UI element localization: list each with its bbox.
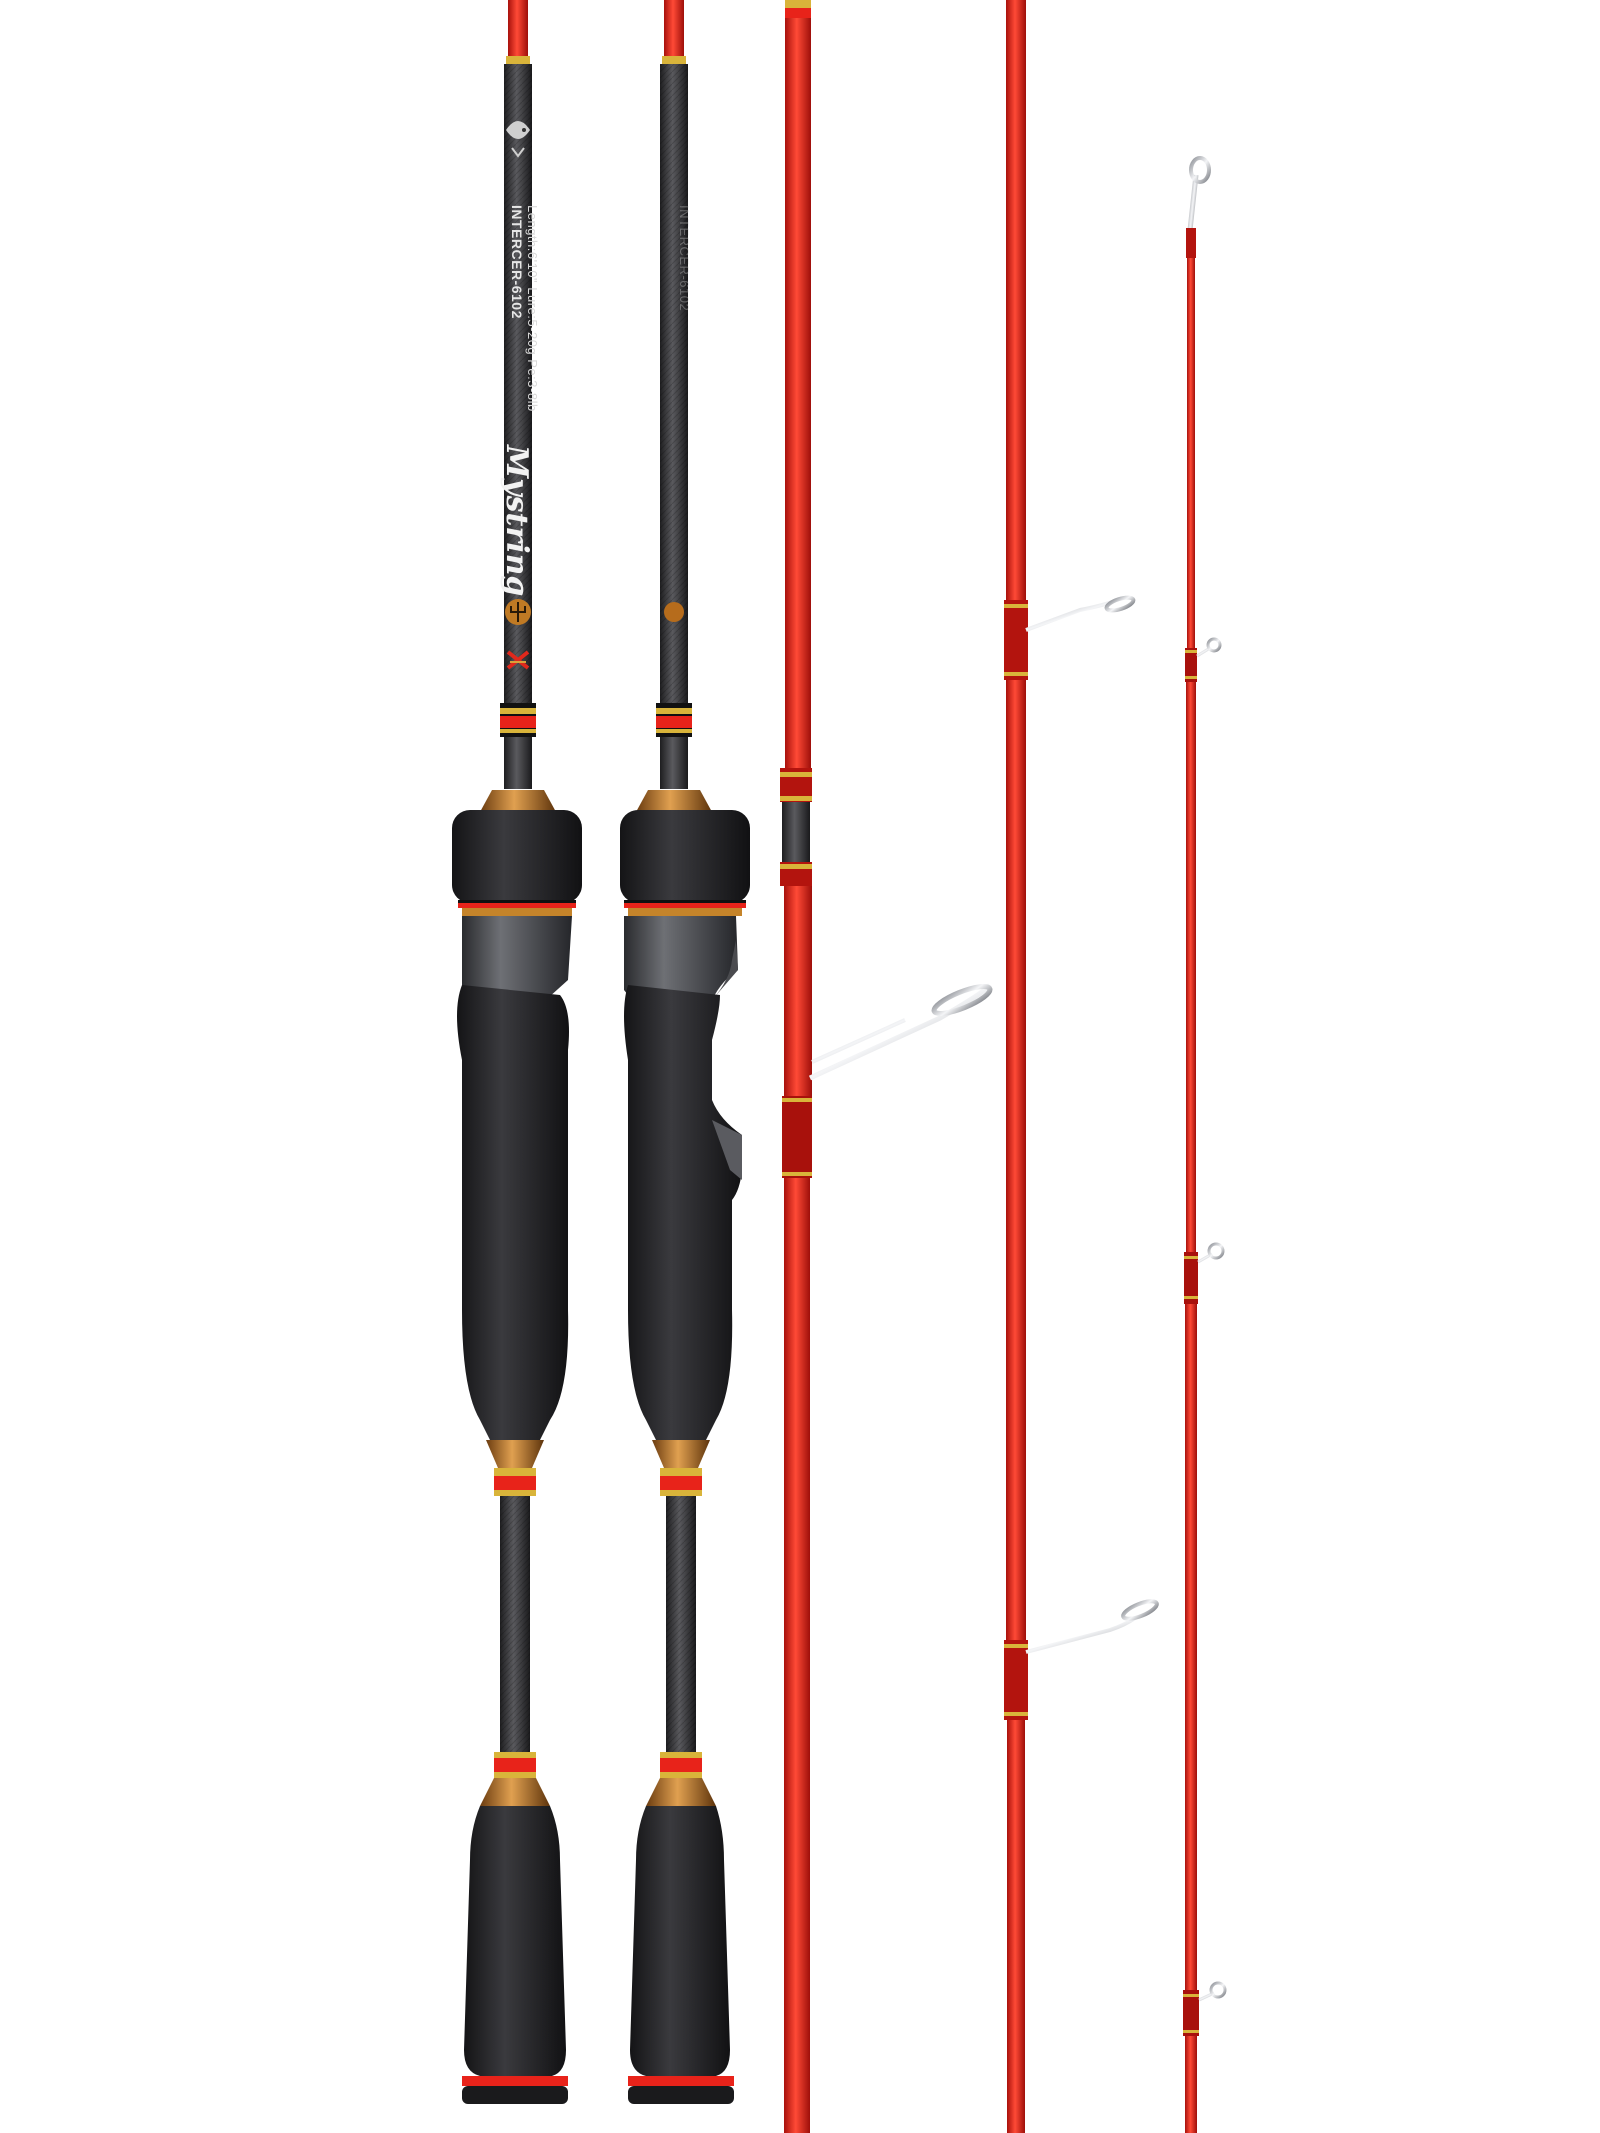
- rod-2-butt-section: INTERCER-6102: [620, 0, 750, 2104]
- rod-brand-script: Mystring: [499, 444, 534, 596]
- rod-2-ghost-label: INTERCER-6102: [677, 205, 692, 311]
- rod-1-butt-section: INTERCER-6102 Length:6'10" Lure:5-20g Pe…: [452, 0, 582, 2104]
- rod-5-tip-section: [1183, 156, 1227, 2133]
- large-guide-icon: [808, 983, 993, 1081]
- rod-3-mid-section: [780, 0, 993, 2133]
- fish-logo-icon: [506, 121, 530, 158]
- cross-badge-icon: [506, 650, 530, 670]
- small-guide-icon: [1198, 1981, 1227, 2002]
- small-guide-icon: [1197, 1242, 1225, 1264]
- small-guide-icon: [1196, 637, 1222, 658]
- guide-icon: [1025, 595, 1136, 632]
- rod-model-label: INTERCER-6102: [509, 205, 525, 319]
- rod-spec-label: Length:6'10" Lure:5-20g Pe:3-8lb: [525, 205, 540, 412]
- tip-top-guide-icon: [1187, 156, 1211, 231]
- guide-icon: [1025, 1599, 1159, 1654]
- trident-badge-icon: [505, 599, 531, 625]
- rod-4-section: [1004, 0, 1159, 2133]
